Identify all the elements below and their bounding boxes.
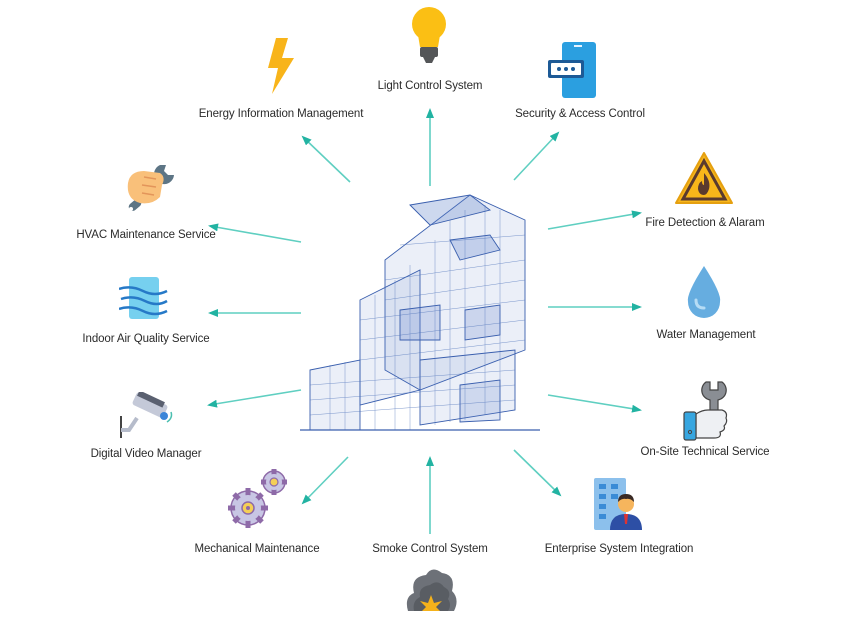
building-sketch <box>300 194 540 431</box>
label-smoke: Smoke Control System <box>372 543 488 555</box>
label-mechanical: Mechanical Maintenance <box>194 543 320 555</box>
phone-keypad-icon <box>548 42 598 100</box>
lightbulb-icon <box>410 7 448 65</box>
cctv-camera-icon <box>119 392 175 440</box>
business-person-building-icon <box>594 478 642 530</box>
label-water: Water Management <box>656 329 756 341</box>
label-onsite: On-Site Technical Service <box>640 446 770 458</box>
thumbs-up-wrench-icon <box>682 380 730 442</box>
water-drop-icon <box>686 266 722 318</box>
label-hvac: HVAC Maintenance Service <box>76 229 216 241</box>
label-video: Digital Video Manager <box>90 448 202 460</box>
label-light-control: Light Control System <box>377 80 483 92</box>
gears-icon <box>226 466 290 530</box>
label-fire: Fire Detection & Alaram <box>645 217 765 229</box>
air-filter-icon <box>119 277 169 321</box>
smoke-explosion-icon <box>404 565 458 611</box>
label-air-quality: Indoor Air Quality Service <box>82 333 210 345</box>
fire-warning-icon <box>674 151 734 205</box>
label-security: Security & Access Control <box>515 108 645 120</box>
label-enterprise: Enterprise System Integration <box>544 543 694 555</box>
wrench-hand-icon <box>122 163 178 215</box>
lightning-bolt-icon <box>266 38 296 94</box>
label-energy: Energy Information Management <box>198 108 364 120</box>
